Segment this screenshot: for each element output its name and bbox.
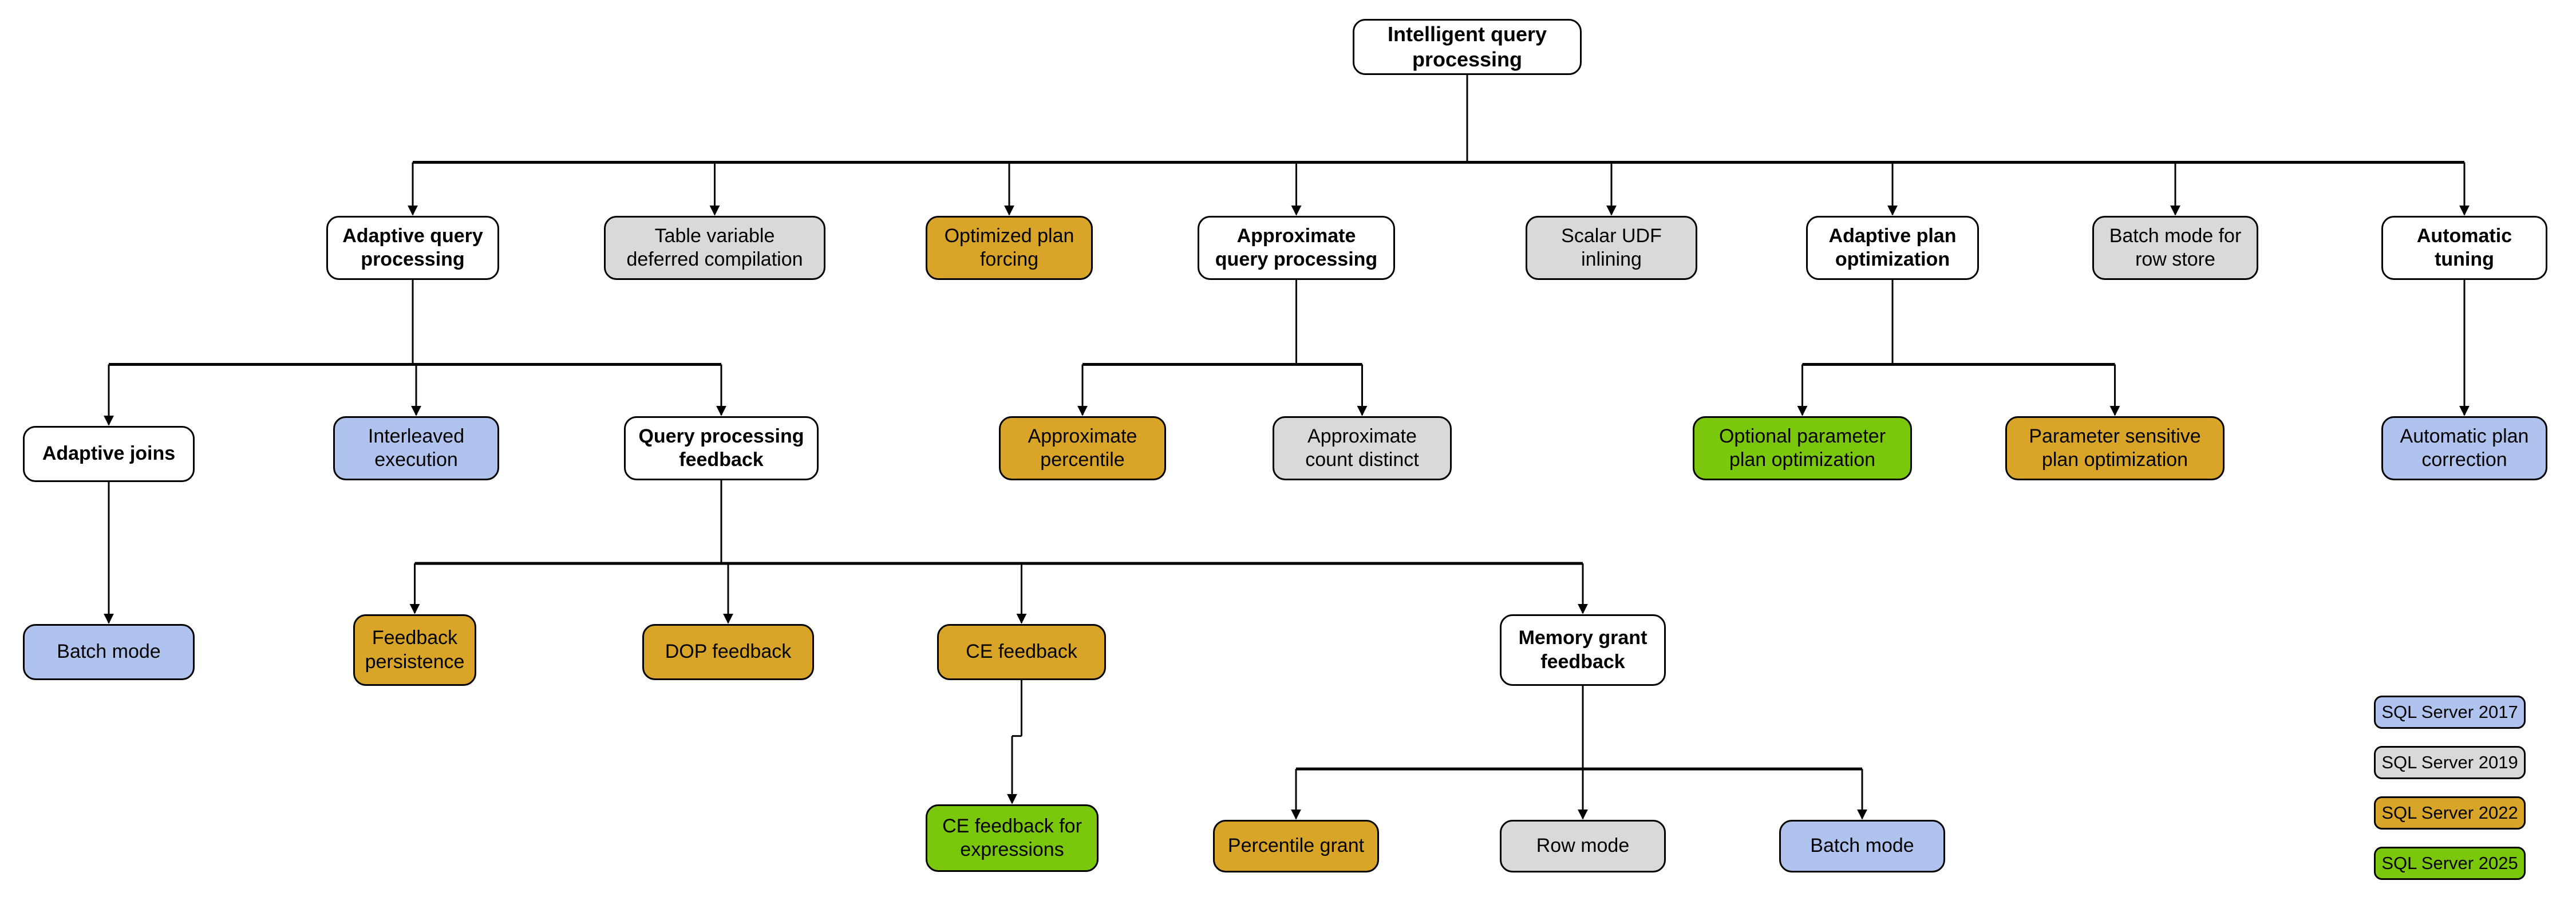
node-cefbexpr[interactable]: CE feedback for expressions	[926, 804, 1099, 872]
node-cefb[interactable]: CE feedback	[937, 624, 1106, 680]
node-pctgrant[interactable]: Percentile grant	[1213, 820, 1379, 872]
node-apo[interactable]: Adaptive plan optimization	[1806, 216, 1979, 280]
legend-item-sql-server-2025: SQL Server 2025	[2374, 847, 2526, 880]
node-pspo[interactable]: Parameter sensitive plan optimization	[2005, 416, 2225, 480]
node-qpf[interactable]: Query processing feedback	[624, 416, 819, 480]
node-batchmode1[interactable]: Batch mode	[23, 624, 195, 680]
node-autotune[interactable]: Automatic tuning	[2381, 216, 2547, 280]
node-approxqp[interactable]: Approximate query processing	[1198, 216, 1395, 280]
node-aqp[interactable]: Adaptive query processing	[326, 216, 499, 280]
legend-item-sql-server-2019: SQL Server 2019	[2374, 746, 2526, 779]
node-sudf[interactable]: Scalar UDF inlining	[1526, 216, 1697, 280]
legend-item-sql-server-2017: SQL Server 2017	[2374, 696, 2526, 729]
node-interleaved[interactable]: Interleaved execution	[333, 416, 499, 480]
node-oppo[interactable]: Optional parameter plan optimization	[1693, 416, 1912, 480]
node-rowmode[interactable]: Row mode	[1500, 820, 1666, 872]
node-mgf[interactable]: Memory grant feedback	[1500, 614, 1666, 686]
node-root[interactable]: Intelligent query processing	[1353, 19, 1582, 75]
node-adaptivejoins[interactable]: Adaptive joins	[23, 426, 195, 482]
node-bmrs[interactable]: Batch mode for row store	[2092, 216, 2258, 280]
node-apc[interactable]: Automatic plan correction	[2381, 416, 2547, 480]
node-approxpct[interactable]: Approximate percentile	[999, 416, 1166, 480]
node-batchmode2[interactable]: Batch mode	[1779, 820, 1945, 872]
node-opf[interactable]: Optimized plan forcing	[926, 216, 1093, 280]
node-approxcd[interactable]: Approximate count distinct	[1273, 416, 1452, 480]
node-fbpersist[interactable]: Feedback persistence	[353, 614, 476, 686]
node-dopfb[interactable]: DOP feedback	[642, 624, 814, 680]
legend-item-sql-server-2022: SQL Server 2022	[2374, 796, 2526, 830]
node-tvdc[interactable]: Table variable deferred compilation	[604, 216, 825, 280]
